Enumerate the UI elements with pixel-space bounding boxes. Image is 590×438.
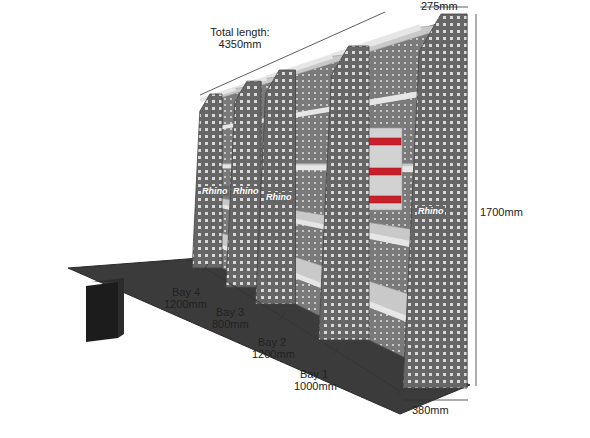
brand-logo: Rhino (265, 192, 293, 202)
racking-unit (192, 14, 467, 388)
brand-logo: Rhino (232, 186, 260, 196)
end-panel (319, 46, 369, 340)
depth-bottom-dimension-line (403, 400, 468, 401)
bay-label: Bay 4 (172, 286, 200, 298)
end-panel (226, 81, 261, 287)
length-dimension-line (200, 12, 385, 95)
tick (202, 264, 208, 272)
tick (333, 346, 339, 354)
back-panel (222, 14, 467, 388)
dimension-label: 380mm (412, 404, 449, 416)
bay-dimension: 800mm (212, 318, 249, 330)
end-panel (192, 94, 222, 268)
bay-label: Bay 3 (216, 306, 244, 318)
tick (279, 312, 285, 320)
brand-logo: Rhino (417, 206, 445, 216)
end-panel (403, 14, 467, 388)
brand-logo: Rhino (201, 186, 229, 196)
wheel-arch (86, 282, 118, 342)
dimension-lines (200, 7, 476, 400)
bay-label: Bay 2 (258, 336, 286, 348)
bay-label: Bay 1 (300, 368, 328, 380)
bay-dimension: 1200mm (164, 298, 207, 310)
dimension-label: 1700mm (480, 206, 523, 218)
dimension-label: Total length: 4350mm (200, 26, 280, 50)
dimension-label: 275mm (421, 0, 458, 12)
wheel-arch-top (92, 278, 124, 338)
tick (397, 387, 403, 395)
bay-dimension: 1000mm (294, 380, 337, 392)
bay-dimension-line (205, 268, 400, 391)
height-dimension-line (476, 14, 477, 386)
tick (247, 292, 253, 300)
end-panel (256, 70, 296, 304)
bay-dimension: 1200mm (252, 348, 295, 360)
